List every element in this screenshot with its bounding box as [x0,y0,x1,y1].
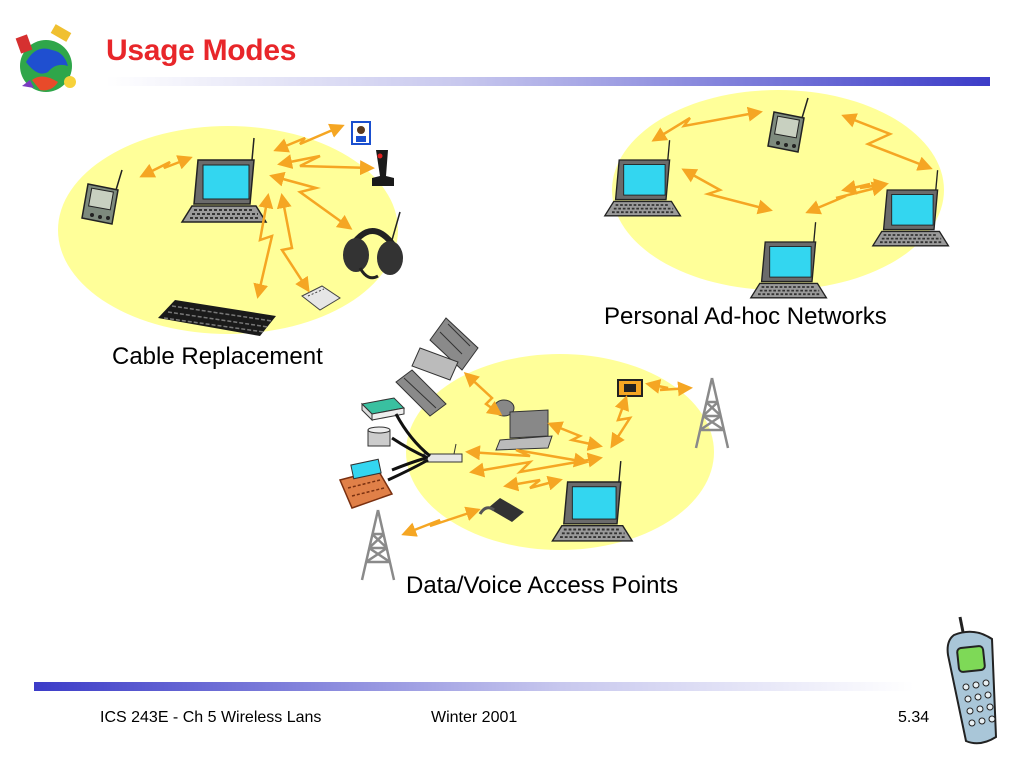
joystick-icon [351,121,394,186]
globe-logo-icon [15,24,76,92]
footer-term: Winter 2001 [431,709,518,726]
slide-title: Usage Modes [106,34,297,67]
adhoc-network-group [603,90,950,299]
access-points-group [338,317,730,582]
disk-icon [367,426,391,447]
cable-replacement-caption: Cable Replacement [112,343,323,370]
footer-page-number: 5.34 [898,709,930,726]
phone-icon [478,498,524,522]
server-icon [360,397,406,422]
cables [387,413,431,482]
cable-replacement-group [58,121,403,336]
footer-accent-bar [34,682,914,691]
satellite-icon [395,317,479,417]
title-accent-bar [106,77,990,86]
access-points-caption: Data/Voice Access Points [406,572,679,599]
cash-register-icon [338,458,394,509]
cellphone-icon [946,616,998,745]
footer-course: ICS 243E - Ch 5 Wireless Lans [100,709,322,726]
keyboard-icon [158,300,276,336]
adhoc-networks-caption: Personal Ad-hoc Networks [604,303,887,330]
headset-icon [343,211,403,280]
printer-icon [301,285,341,311]
antenna-tower-icon [360,508,396,582]
pager-icon [617,379,643,397]
